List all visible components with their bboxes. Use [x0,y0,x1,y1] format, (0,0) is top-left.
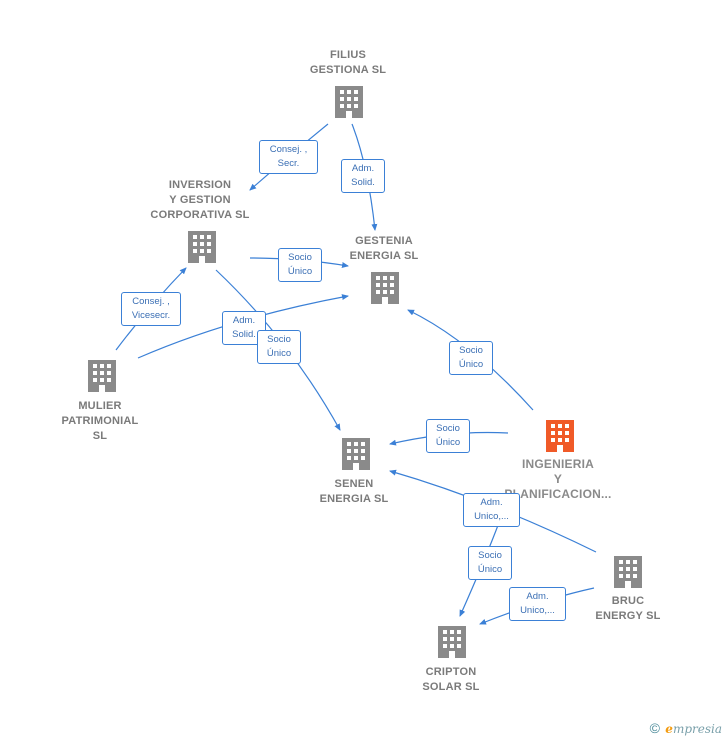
edge-label-ingenieria-gestenia: Socio Único [449,341,493,375]
node-bruc[interactable] [612,554,644,590]
brand-logo[interactable]: empresia [665,722,722,736]
node-filius[interactable] [333,84,365,120]
node-label-mulier: MULIER PATRIMONIAL SL [61,400,139,442]
brand-name: mpresia [672,722,722,736]
node-label-senen: SENEN ENERGIA SL [319,478,389,505]
node-label-cripton: CRIPTON SOLAR SL [422,666,480,693]
edge-label-filius-inversion: Consej. , Secr. [259,140,318,174]
edge-label-mulier-inversion: Consej. , Vicesecr. [121,292,181,326]
edge-label-filius-gestenia: Adm. Solid. [341,159,385,193]
building-icon [342,438,370,470]
building-icon [438,626,466,658]
node-gestenia[interactable] [369,270,401,306]
building-icon [88,360,116,392]
node-inversion[interactable] [186,229,218,265]
building-icon [188,231,216,263]
node-mulier[interactable] [86,358,118,394]
node-cripton[interactable] [436,624,468,660]
edge-label-inversion-senen: Socio Único [257,330,301,364]
building-icon [371,272,399,304]
brand-initial: e [665,722,673,736]
building-icon [335,86,363,118]
node-senen[interactable] [340,436,372,472]
node-label-bruc: BRUC ENERGY SL [595,595,661,622]
building-icon [614,556,642,588]
footer-credit: © empresia [650,720,722,736]
node-label-gestenia: GESTENIA ENERGIA SL [349,235,419,262]
edge-label-mulier-gestenia: Adm. Solid. [222,311,266,345]
copyright-icon: © [649,720,660,736]
building-icon [546,420,574,452]
edge-label-ingenieria-senen: Socio Único [426,419,470,453]
node-label-inversion: INVERSION Y GESTION CORPORATIVA SL [150,179,250,221]
edge-label-senen-cripton: Socio Único [468,546,512,580]
node-ingenieria[interactable] [544,418,576,454]
edge-label-bruc-senen: Adm. Unico,... [463,493,520,527]
node-label-ingenieria: INGENIERIA Y PLANIFICACION... [504,457,612,501]
edge-label-inversion-gestenia: Socio Único [278,248,322,282]
edge-label-bruc-cripton: Adm. Unico,... [509,587,566,621]
node-label-filius: FILIUS GESTIONA SL [309,49,387,76]
